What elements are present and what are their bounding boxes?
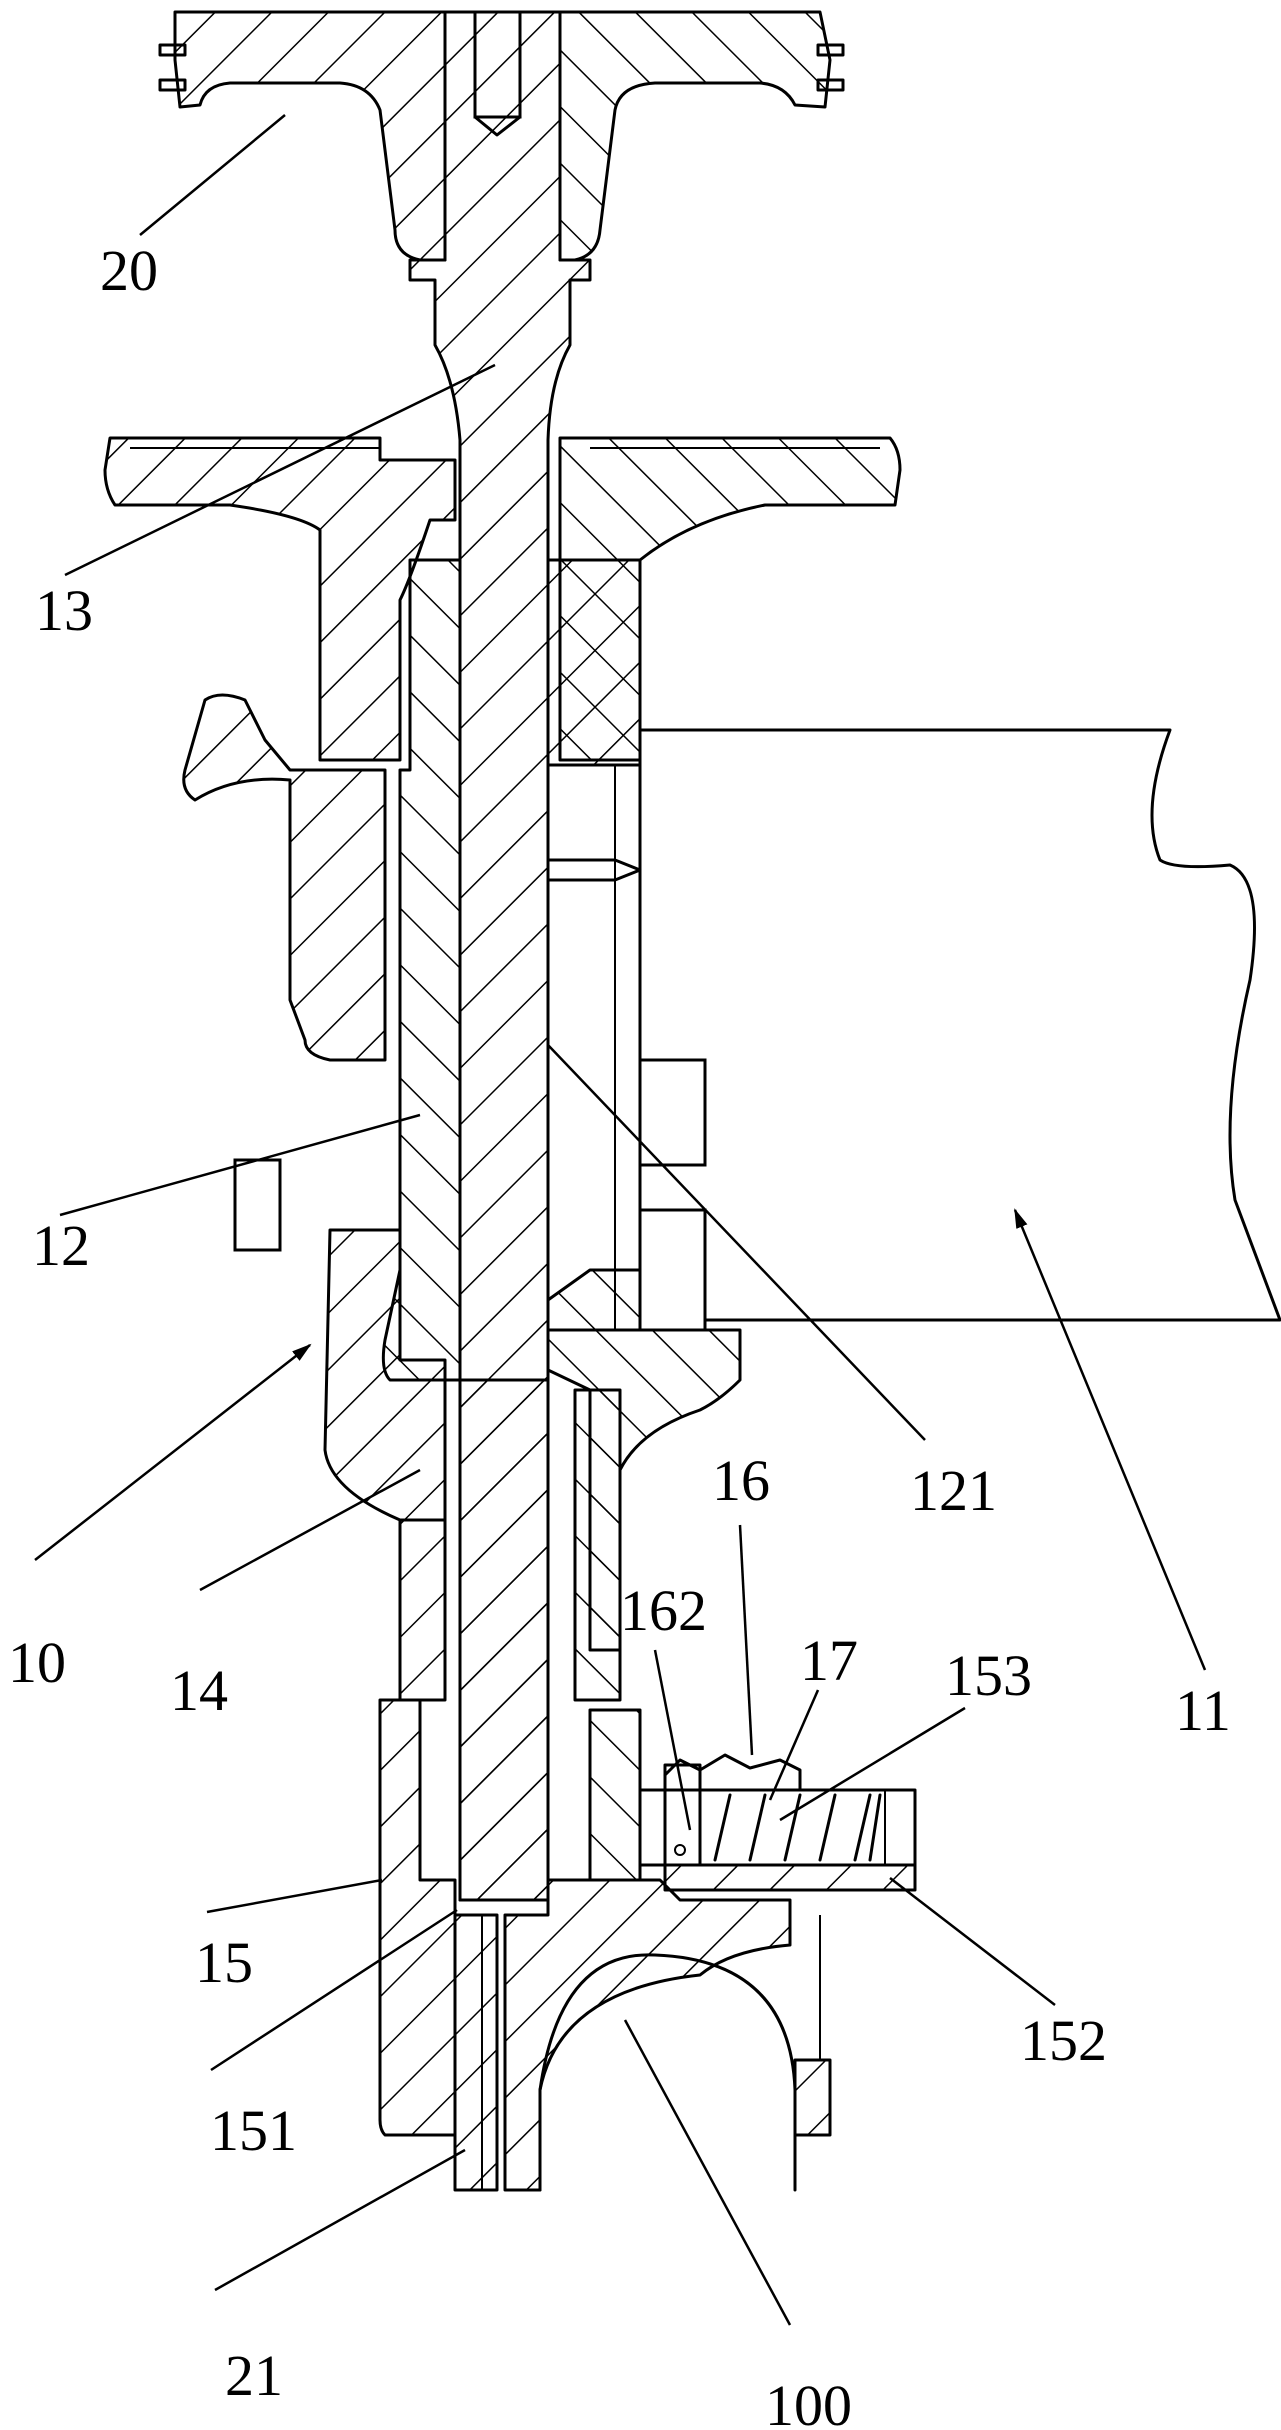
bushing-14 (398, 1378, 622, 1902)
label-20: 20 (100, 238, 158, 303)
bracket-11 (638, 728, 1281, 1322)
leader-153 (779, 1706, 966, 1822)
base-15 (378, 1698, 832, 2192)
coil-spring (713, 1793, 882, 1862)
leader-121 (547, 1044, 926, 1441)
label-153: 153 (945, 1643, 1032, 1708)
label-151: 151 (210, 2098, 297, 2163)
leader-162 (653, 1649, 692, 1831)
leader-152 (889, 1877, 1056, 2006)
sleeve-12 (381, 558, 462, 1382)
leader-14 (199, 1468, 421, 1592)
label-12: 12 (32, 1213, 90, 1278)
flange-plate (103, 436, 902, 762)
label-10: 10 (8, 1630, 66, 1695)
label-121: 121 (910, 1458, 997, 1523)
leader-11 (1013, 1208, 1207, 1671)
label-162: 162 (620, 1578, 707, 1643)
leader-10 (34, 1343, 312, 1561)
label-14: 14 (170, 1658, 228, 1723)
label-17: 17 (800, 1628, 858, 1693)
leader-lines (34, 114, 1207, 2326)
label-21: 21 (225, 2343, 283, 2408)
reference-labels: 20 13 12 10 14 15 151 21 100 121 11 16 1… (8, 238, 1231, 2430)
leader-20 (139, 114, 286, 236)
label-11: 11 (1175, 1678, 1231, 1743)
leader-100 (623, 2019, 792, 2326)
spring-assembly (638, 1753, 917, 1892)
leader-21 (214, 2148, 466, 2292)
label-16: 16 (712, 1448, 770, 1513)
leader-13 (64, 363, 496, 577)
label-15: 15 (195, 1930, 253, 1995)
leader-16 (738, 1524, 754, 1756)
label-152: 152 (1020, 2008, 1107, 2073)
leader-17 (768, 1689, 820, 1801)
leader-151 (210, 1908, 458, 2072)
leader-12 (59, 1113, 421, 1217)
label-13: 13 (35, 578, 93, 643)
label-100: 100 (765, 2373, 852, 2430)
leader-15 (206, 1878, 383, 1914)
